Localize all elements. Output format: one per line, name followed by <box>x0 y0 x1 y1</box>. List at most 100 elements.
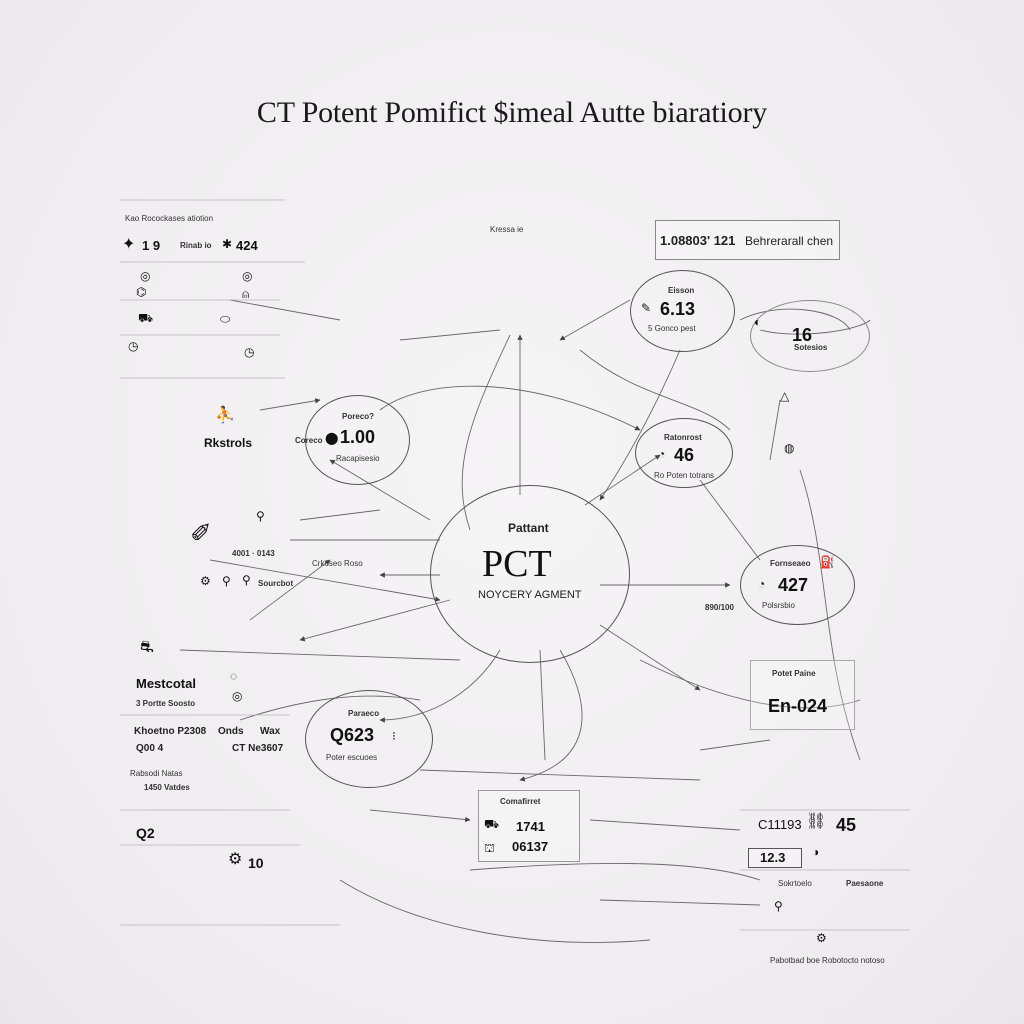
cart-icon: ⛐ <box>140 639 154 656</box>
clip-icon: ◍ <box>784 441 795 455</box>
pin-icon: ⬤ <box>325 431 339 445</box>
node-mid-right-caption: Ro Poten totrans <box>654 471 715 480</box>
triangle-icon: △ <box>780 389 790 403</box>
node-right-value: 427 <box>778 575 809 595</box>
node-left-top[interactable] <box>305 395 410 485</box>
link-icon: ⛓ <box>806 813 827 830</box>
circle-icon: ◎ <box>242 269 253 283</box>
left-lower-row3: Q00 4 <box>136 743 164 754</box>
clock-icon: ◷ <box>128 339 139 353</box>
bottom-box-value2: 06137 <box>512 839 549 854</box>
node-mid-right-value: 46 <box>674 445 695 465</box>
left-lower-row1: 3 Portte Soosto <box>136 699 196 708</box>
car-icon: ⛟ <box>484 817 500 831</box>
gauge-icon: ◔ <box>658 447 666 461</box>
left-panel-row1-value: 1 9 <box>142 238 161 253</box>
left-mid-label: Sourcbot <box>258 579 294 588</box>
left-lower-title: Mestcotal <box>136 676 196 691</box>
left-lower-row2b: Onds <box>218 726 244 737</box>
right-box-title: Potet Paine <box>772 669 816 678</box>
bell-icon: ⍝ <box>242 287 250 301</box>
node-far-right[interactable] <box>750 300 870 372</box>
left-lower-row4: Rabsodi Natas <box>130 769 183 778</box>
bottom-right-value2: 45 <box>836 815 857 835</box>
left-lower-row3b: CT Ne3607 <box>232 743 284 754</box>
bottom-right-value-box[interactable] <box>748 848 802 868</box>
bottom-right-row: Sokrtoelo <box>778 879 812 888</box>
node-left-top-title: Poreco? <box>342 412 375 421</box>
bottom-box[interactable] <box>478 790 580 862</box>
wrench-icon: ⚙ <box>200 574 211 588</box>
bottom-right-row-right: Paesaone <box>846 879 884 888</box>
figure-icon: ⚲ <box>242 573 251 587</box>
left-lower-row2: Khoetno P2308 <box>134 726 207 737</box>
node-right-top[interactable] <box>630 270 735 352</box>
figure-icon: ⛹ <box>215 407 235 424</box>
center-node-caption: NOYCERY AGMENT <box>478 589 582 601</box>
right-box-value: En-024 <box>768 696 828 716</box>
pen-icon: ✐ <box>190 518 212 548</box>
bicycle-icon: ⌬ <box>136 285 147 299</box>
top-right-box[interactable] <box>655 220 840 260</box>
right-box[interactable] <box>750 660 855 730</box>
circle-icon: ◑ <box>812 845 820 859</box>
diagram-title: CT Potent Pomifict $imeal Autte biaratio… <box>256 96 768 129</box>
circle-icon: ◎ <box>232 689 243 703</box>
node-far-right-value: 16 <box>792 325 813 345</box>
center-node-label: Pattant <box>508 521 549 535</box>
left-lower-footer-value2: 10 <box>248 855 264 871</box>
mark-icon: ⁝ <box>392 729 396 743</box>
person-icon: ✦ <box>122 236 136 253</box>
left-panel-row1-value2: 424 <box>236 238 258 253</box>
circle-icon: ◎ <box>140 269 151 283</box>
bottom-right-value3: 12.3 <box>760 850 786 865</box>
top-right-box-value: 1.08803' 121 <box>660 233 736 248</box>
node-bottom-left-value: Q623 <box>330 725 375 745</box>
wrench-icon: ✎ <box>641 301 652 315</box>
side-value: 890/100 <box>705 603 734 612</box>
left-panel-header: Kao Rocockases atiotion <box>125 214 214 223</box>
bottom-right-value1: C11193 <box>758 817 802 832</box>
lock-icon: ⛫ <box>484 841 496 855</box>
left-mid-side: Crkoseo Roso <box>312 559 363 568</box>
node-mid-right[interactable] <box>635 418 733 488</box>
clock-icon: ◷ <box>244 345 255 359</box>
figure-icon: ⚲ <box>774 899 783 913</box>
left-panel-item-label: Rkstrols <box>204 436 253 450</box>
figure-icon: ⚲ <box>256 509 265 523</box>
star-icon: ✱ <box>222 237 233 251</box>
gear-icon: ⚙ <box>228 851 243 868</box>
node-right-top-caption: 5 Gonco pest <box>648 324 696 333</box>
top-right-box-label: Behrerarall chen <box>745 234 834 248</box>
pump-icon: ⛽ <box>820 555 835 569</box>
node-right-top-title: Eisson <box>668 286 695 295</box>
circle-icon: ◌ <box>230 669 238 683</box>
node-far-right-caption: Sotesios <box>794 343 828 352</box>
bottom-box-title: Comafirret <box>500 797 541 806</box>
node-bottom-left[interactable] <box>305 690 433 788</box>
node-right-caption: Polsrsbio <box>762 601 795 610</box>
node-left-top-value: 1.00 <box>340 427 376 447</box>
bottom-right-footer: Pabotbad boe Robotocto notoso <box>770 956 885 965</box>
node-right-top-value: 6.13 <box>660 299 696 319</box>
node-left-top-caption: Racapisesio <box>336 454 380 463</box>
node-left-top-prefix: Coreco <box>295 436 323 445</box>
node-right[interactable] <box>740 545 855 625</box>
gauge-icon: ◔ <box>758 577 766 591</box>
left-lower-row2c: Wax <box>260 726 281 737</box>
pill-icon: ⬭ <box>220 312 231 326</box>
node-mid-right-title: Ratonrost <box>664 433 702 442</box>
node-right-title: Fornseaeo <box>770 559 811 568</box>
top-label: Kressa ie <box>490 225 524 234</box>
center-node[interactable] <box>430 485 630 663</box>
left-lower-row5: 1450 Vatdes <box>144 783 190 792</box>
bottom-box-value1: 1741 <box>516 819 545 834</box>
car-icon: ⛟ <box>138 311 154 325</box>
gear-icon: ⚙ <box>816 931 827 945</box>
left-mid-value: 4001 · 0143 <box>232 549 275 558</box>
figure-icon: ⚲ <box>222 574 231 588</box>
left-lower-footer-value: Q2 <box>136 825 155 841</box>
node-bottom-left-title: Paraeco <box>348 709 380 718</box>
node-bottom-left-caption: Poter escuoes <box>326 753 378 762</box>
